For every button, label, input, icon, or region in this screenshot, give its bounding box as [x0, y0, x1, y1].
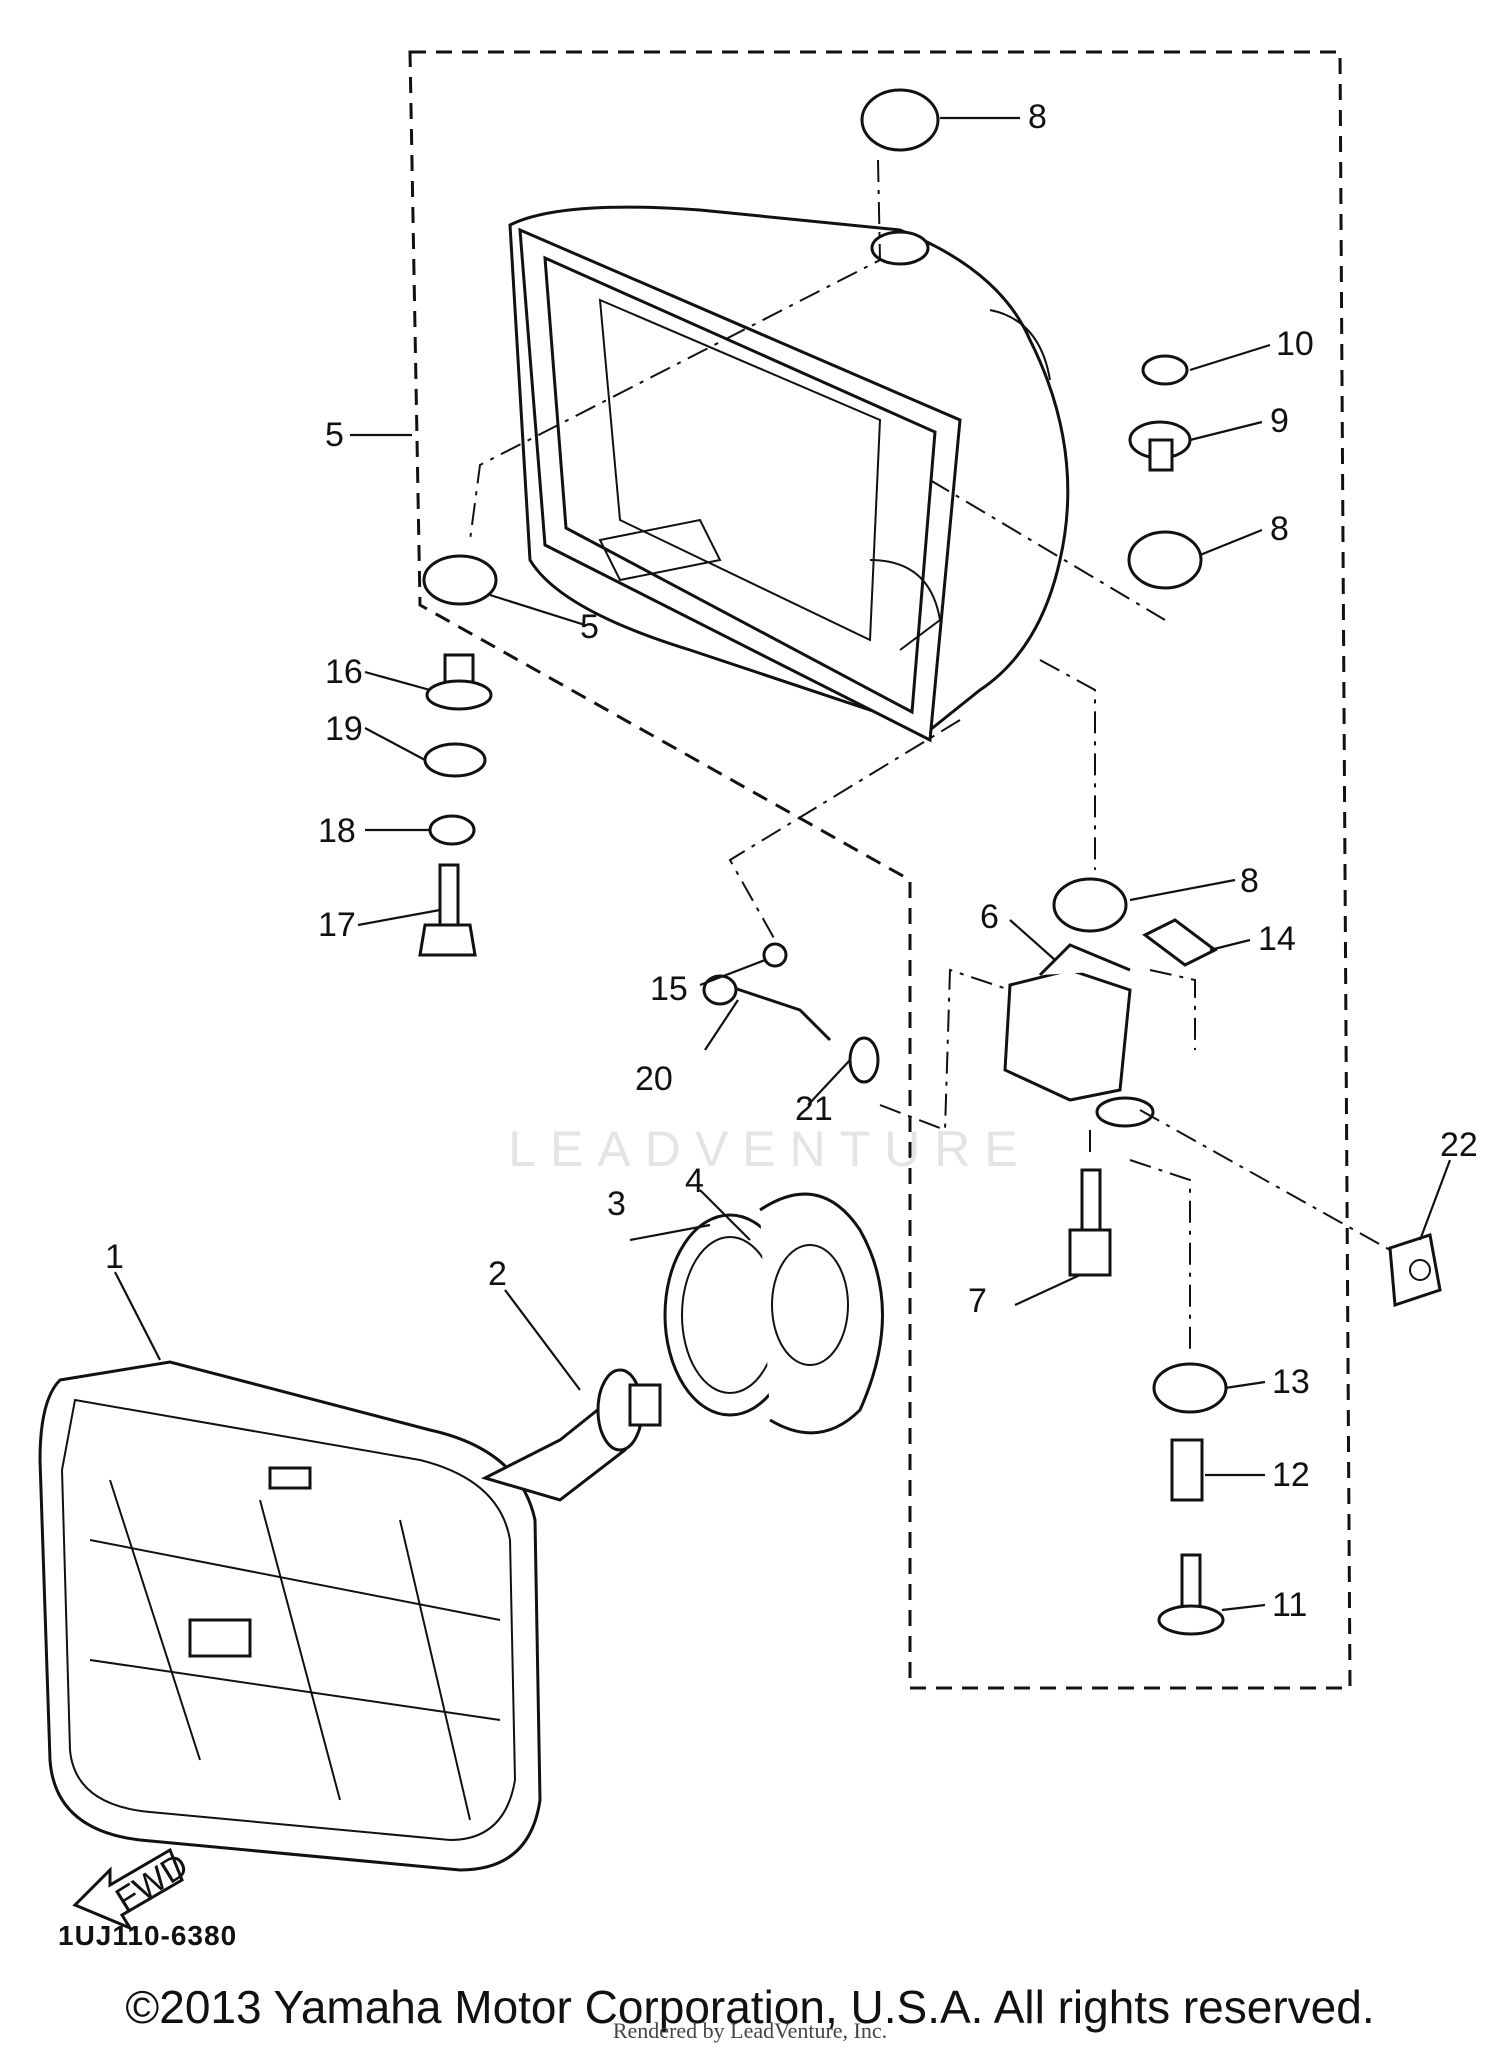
callout-12: 12 [1272, 1456, 1310, 1494]
callout-20: 20 [635, 1060, 673, 1098]
callout-2: 2 [488, 1255, 507, 1293]
fwd-arrow: FWD [72, 1846, 195, 1932]
callout-18: 18 [318, 812, 356, 850]
callout-8-lower: 8 [1240, 862, 1259, 900]
watermark: LEADVENTURE [508, 1121, 1032, 1177]
headlight-housing [508, 205, 1070, 743]
rendered-by-note: Rendered by LeadVenture, Inc. [612, 2018, 888, 2043]
callout-numbers: 8 10 9 8 5 5 16 19 18 17 8 6 14 15 20 21… [105, 98, 1478, 1624]
small-parts [418, 88, 1442, 1636]
callout-6: 6 [980, 898, 999, 936]
callout-19: 19 [325, 710, 363, 748]
callout-1: 1 [105, 1238, 124, 1276]
callout-8-top: 8 [1028, 98, 1047, 136]
callout-14: 14 [1258, 920, 1296, 958]
callout-21: 21 [795, 1090, 833, 1128]
assembly-boundary [408, 50, 1352, 1690]
bracket [1003, 943, 1155, 1128]
callout-11: 11 [1272, 1586, 1307, 1624]
callout-10: 10 [1276, 325, 1314, 363]
callout-5-grommet: 5 [580, 608, 599, 646]
callout-13: 13 [1272, 1363, 1310, 1401]
bulb [480, 1368, 662, 1502]
headlight-unit [38, 1360, 542, 1872]
callout-16: 16 [325, 653, 363, 691]
guide-lines [469, 159, 1391, 1350]
callout-7: 7 [968, 1282, 987, 1320]
fwd-label: FWD [109, 1846, 195, 1919]
callout-8-right: 8 [1270, 510, 1289, 548]
callout-9: 9 [1270, 402, 1289, 440]
drawing-code: 1UJ110-6380 [58, 1920, 238, 1951]
callout-leaders [114, 116, 1452, 1612]
callout-3: 3 [607, 1185, 626, 1223]
copyright-notice: ©2013 Yamaha Motor Corporation, U.S.A. A… [125, 1981, 1375, 2033]
callout-4: 4 [685, 1162, 704, 1200]
callout-22: 22 [1440, 1126, 1478, 1164]
socket-rings [663, 1192, 884, 1435]
callout-5-left: 5 [325, 416, 344, 454]
callout-17: 17 [318, 906, 356, 944]
callout-15: 15 [650, 970, 688, 1008]
